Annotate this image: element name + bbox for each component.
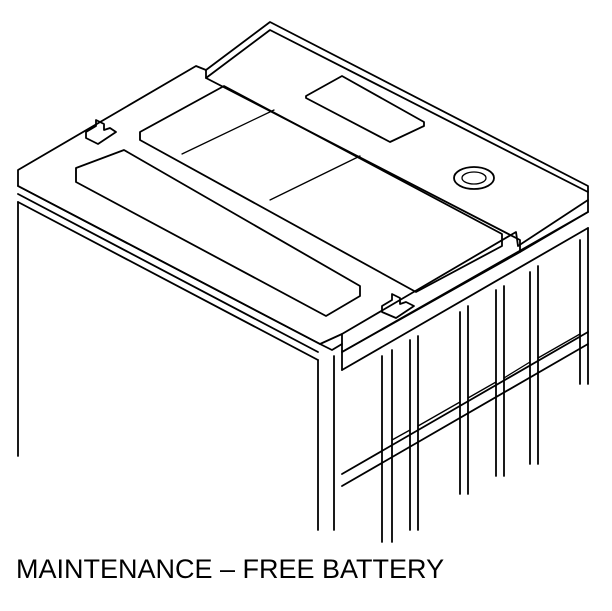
lid-panels xyxy=(75,75,503,317)
hold-down-notch-left xyxy=(85,119,117,145)
battery-case xyxy=(17,201,589,543)
vent-cap xyxy=(453,166,495,190)
battery-illustration xyxy=(17,21,589,543)
figure-caption: MAINTENANCE – FREE BATTERY xyxy=(16,554,445,584)
battery-lid xyxy=(17,21,589,361)
hold-down-notch-right xyxy=(381,293,415,319)
